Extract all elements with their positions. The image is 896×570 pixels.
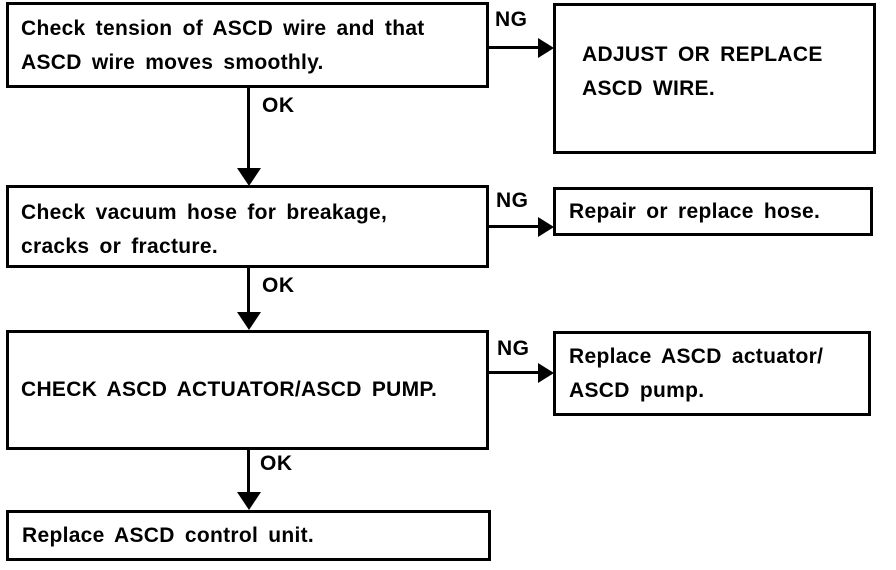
right-arrow-icon-1: [538, 38, 554, 58]
ng-label-2: NG: [496, 189, 529, 212]
ok-connector-line-1: [247, 88, 250, 170]
flow-step-check-actuator: CHECK ASCD ACTUATOR/ASCD PUMP.: [6, 330, 489, 450]
flow-step-replace-control-unit-line1: Replace ASCD control unit.: [22, 523, 315, 547]
flow-step-replace-control-unit: Replace ASCD control unit.: [6, 510, 491, 561]
flow-action-adjust-wire: ADJUST OR REPLACE ASCD WIRE.: [553, 3, 876, 154]
flow-step-check-hose-line2: cracks or fracture.: [21, 235, 218, 258]
flow-step-check-hose: Check vacuum hose for breakage, cracks o…: [6, 185, 489, 268]
right-arrow-icon-2: [538, 217, 554, 237]
flow-action-adjust-wire-line2: ASCD WIRE.: [582, 76, 715, 100]
down-arrow-icon-1: [237, 168, 261, 186]
right-arrow-icon-3: [538, 363, 554, 383]
flow-action-replace-actuator-line1: Replace ASCD actuator/: [569, 344, 824, 368]
down-arrow-icon-2: [237, 312, 261, 330]
flow-action-replace-actuator: Replace ASCD actuator/ ASCD pump.: [553, 331, 871, 416]
flow-step-check-wire-line1: Check tension of ASCD wire and that: [21, 17, 425, 40]
ng-label-3: NG: [497, 337, 530, 360]
ng-connector-line-1: [488, 46, 539, 49]
ng-label-1: NG: [495, 8, 528, 31]
down-arrow-icon-3: [237, 492, 261, 510]
ok-connector-line-2: [247, 267, 250, 315]
flow-step-check-wire: Check tension of ASCD wire and that ASCD…: [6, 2, 489, 88]
flow-action-adjust-wire-line1: ADJUST OR REPLACE: [582, 42, 823, 66]
flow-action-repair-hose: Repair or replace hose.: [553, 187, 873, 236]
flow-action-repair-hose-line1: Repair or replace hose.: [569, 199, 821, 223]
ok-label-3: OK: [260, 452, 293, 475]
flow-step-check-hose-line1: Check vacuum hose for breakage,: [21, 201, 388, 224]
flow-step-check-wire-line2: ASCD wire moves smoothly.: [21, 51, 324, 74]
ok-connector-line-3: [247, 448, 250, 494]
ng-connector-line-3: [488, 371, 539, 374]
flow-action-replace-actuator-line2: ASCD pump.: [569, 378, 705, 402]
ok-label-1: OK: [262, 94, 295, 117]
flow-step-check-actuator-line1: CHECK ASCD ACTUATOR/ASCD PUMP.: [21, 378, 438, 401]
ok-label-2: OK: [262, 274, 295, 297]
ng-connector-line-2: [488, 225, 539, 228]
